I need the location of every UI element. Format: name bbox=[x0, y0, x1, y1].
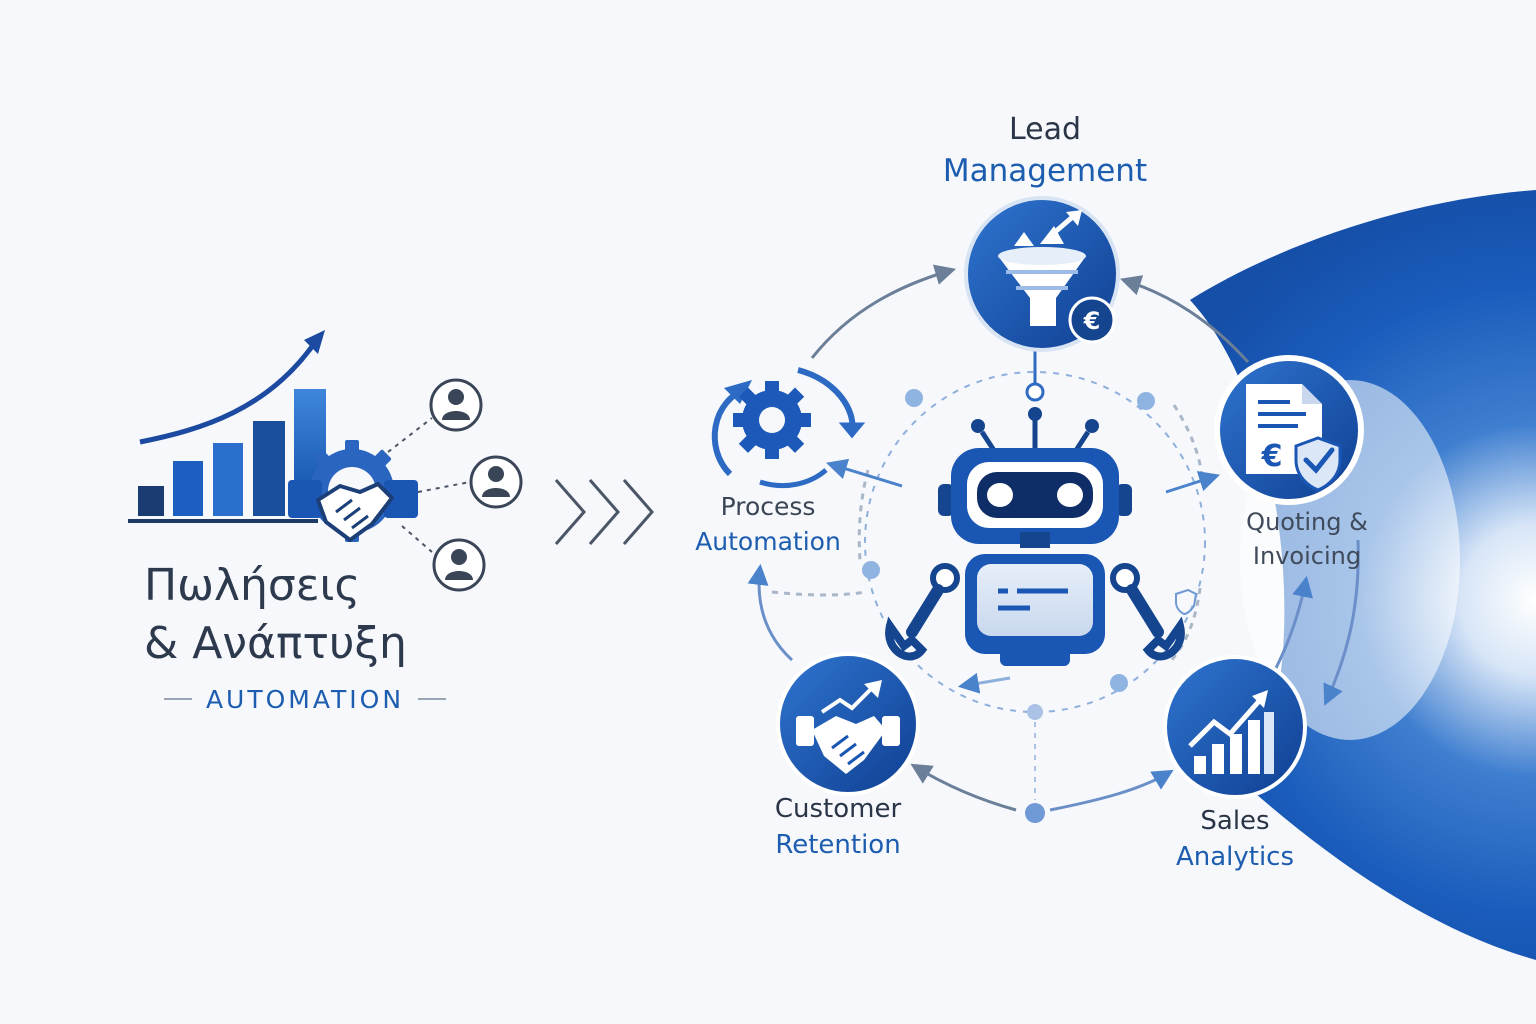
process-label-line1: Process bbox=[720, 492, 816, 521]
analytics-label-line1: Sales bbox=[1200, 806, 1270, 836]
quoting-invoicing-node: € bbox=[1214, 355, 1364, 505]
gear-cycle-icon bbox=[711, 367, 866, 489]
tagline-text: AUTOMATION bbox=[205, 684, 405, 714]
bottom-node-dot bbox=[1025, 803, 1045, 823]
connector-lines bbox=[387, 417, 471, 553]
quoting-invoicing-label: Quoting & Invoicing bbox=[1212, 508, 1402, 570]
gear-handshake-icon bbox=[288, 440, 418, 542]
chevron-arrows-icon bbox=[554, 479, 654, 545]
brand-title-line2: & Ανάπτυξη bbox=[144, 618, 407, 669]
quoting-label-line1: Quoting & bbox=[1246, 508, 1368, 536]
brand-title-line1: Πωλήσεις bbox=[144, 560, 361, 611]
tagline-rule-left bbox=[163, 698, 192, 700]
analytics-label-line2: Analytics bbox=[1175, 842, 1295, 872]
inner-dashed-ring bbox=[864, 371, 1206, 713]
process-automation-label: Process Automation bbox=[668, 492, 868, 556]
funnel-euro-icon: € bbox=[998, 210, 1116, 344]
quoting-label-line2: Invoicing bbox=[1252, 542, 1362, 570]
customer-retention-label: Customer Retention bbox=[738, 794, 938, 860]
person-icon bbox=[432, 538, 486, 592]
process-label-line2: Automation bbox=[695, 527, 841, 556]
svg-text:€: € bbox=[1083, 307, 1101, 335]
lead-management-label: Lead Management bbox=[910, 112, 1180, 189]
retention-label-line1: Customer bbox=[774, 794, 902, 824]
svg-text:€: € bbox=[1261, 439, 1283, 474]
antenna-connector-dot bbox=[1025, 382, 1045, 402]
lead-label-line1: Lead bbox=[1008, 112, 1082, 147]
cycle-arrows bbox=[747, 264, 1360, 812]
shield-small-icon bbox=[1175, 588, 1198, 616]
handshake-growth-icon bbox=[796, 680, 900, 774]
customer-retention-node bbox=[776, 652, 920, 796]
invoice-euro-check-icon: € bbox=[1246, 384, 1342, 492]
retention-label-line2: Retention bbox=[775, 830, 901, 860]
person-icon bbox=[469, 455, 523, 509]
robot-icon bbox=[885, 407, 1185, 666]
lead-management-node: € bbox=[964, 196, 1120, 352]
person-icon bbox=[429, 378, 483, 432]
ring-dot bbox=[862, 389, 1155, 720]
sales-analytics-label: Sales Analytics bbox=[1140, 806, 1330, 872]
brand-tagline: AUTOMATION bbox=[140, 682, 470, 716]
tagline-rule-right bbox=[418, 698, 447, 700]
bar-chart-growth-icon bbox=[1188, 690, 1274, 774]
lead-label-line2: Management bbox=[942, 153, 1148, 189]
sales-analytics-node bbox=[1163, 655, 1307, 799]
inner-arrows bbox=[825, 458, 1221, 694]
